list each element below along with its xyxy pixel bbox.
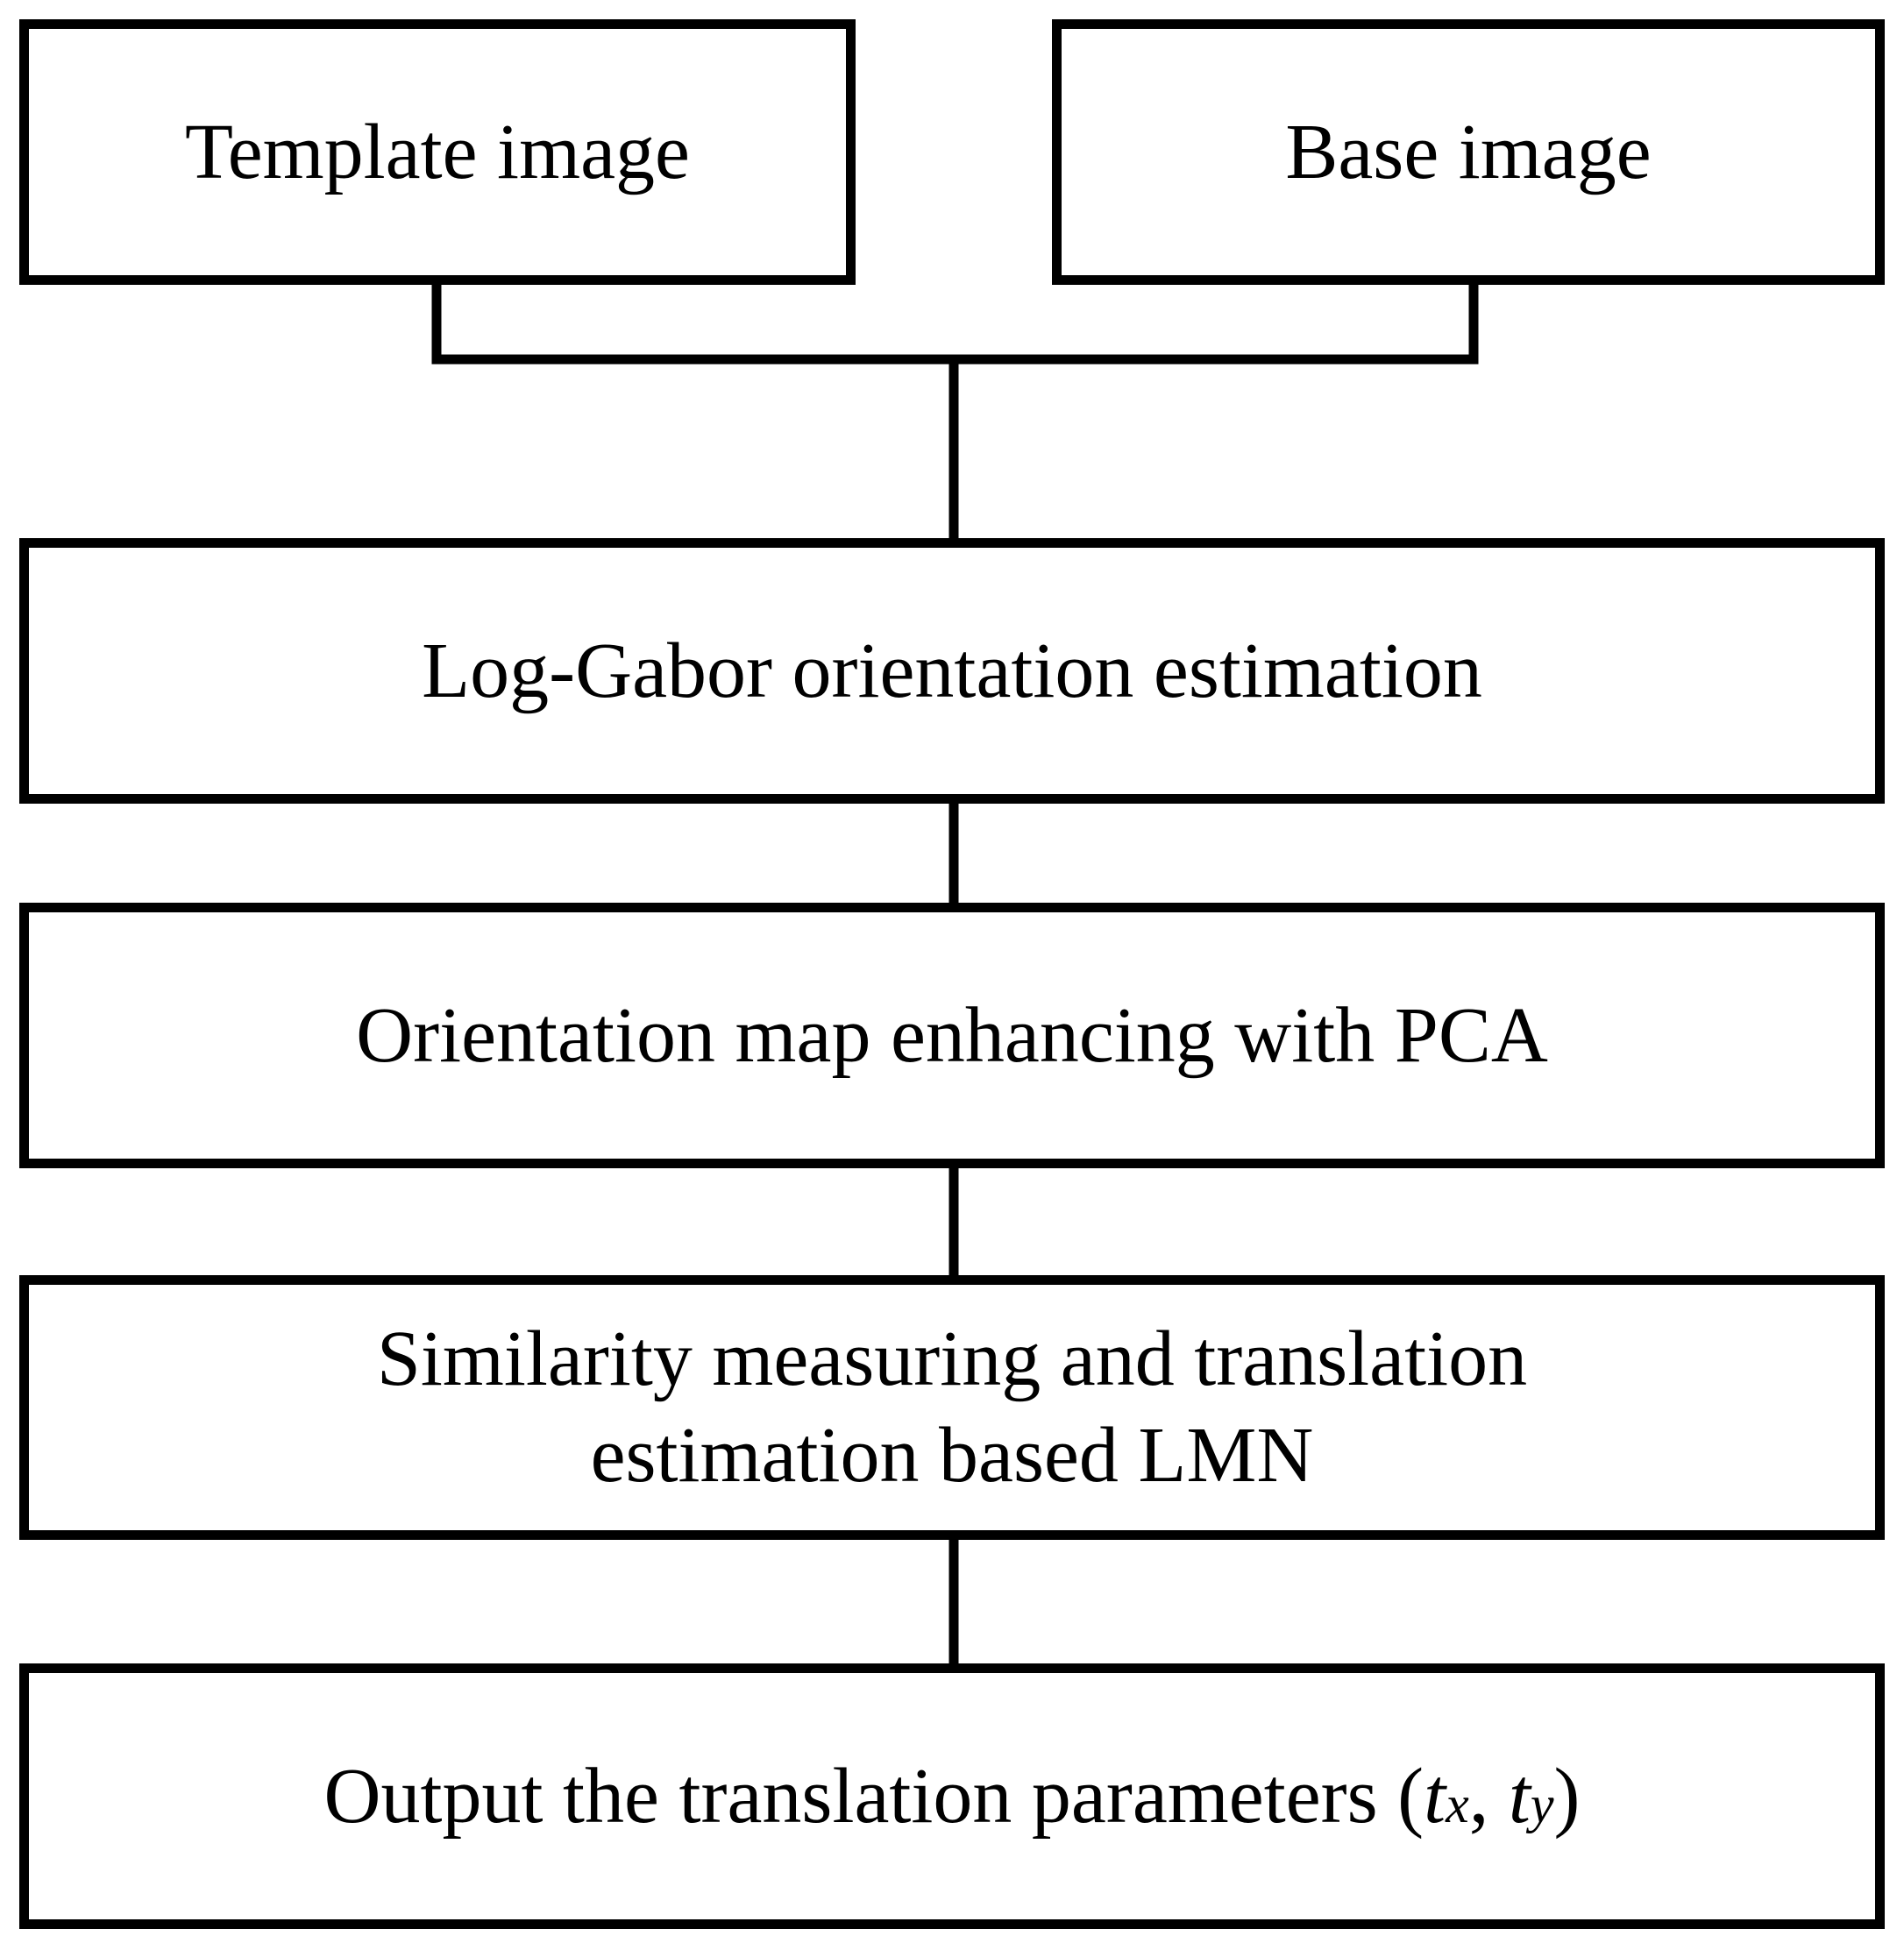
similarity-lmn-text: Similarity measuring and translation est…: [377, 1311, 1527, 1504]
base-image-label: Base image: [1285, 108, 1652, 195]
output-tx-sub: x: [1446, 1775, 1469, 1833]
similarity-lmn-line1: Similarity measuring and translation: [376, 1315, 1528, 1403]
template-image-label: Template image: [185, 108, 690, 195]
similarity-lmn-line2: estimation based LMN: [590, 1412, 1314, 1499]
output-box: Output the translation parameters (tx, t…: [19, 1663, 1885, 1929]
output-ty-t: t: [1508, 1752, 1531, 1840]
output-label: Output the translation parameters (tx, t…: [324, 1748, 1581, 1845]
log-gabor-box: Log-Gabor orientation estimation: [19, 538, 1885, 804]
template-image-box: Template image: [19, 19, 856, 285]
output-suffix: ): [1553, 1752, 1581, 1840]
base-image-box: Base image: [1052, 19, 1885, 285]
output-prefix: Output the translation parameters (: [323, 1752, 1424, 1840]
pca-enhance-label: Orientation map enhancing with PCA: [356, 991, 1548, 1079]
output-ty-sub: y: [1530, 1775, 1554, 1833]
pca-enhance-box: Orientation map enhancing with PCA: [19, 903, 1885, 1168]
similarity-lmn-box: Similarity measuring and translation est…: [19, 1275, 1885, 1540]
output-separator: ,: [1468, 1752, 1509, 1840]
output-tx-t: t: [1424, 1752, 1446, 1840]
log-gabor-label: Log-Gabor orientation estimation: [422, 627, 1482, 714]
